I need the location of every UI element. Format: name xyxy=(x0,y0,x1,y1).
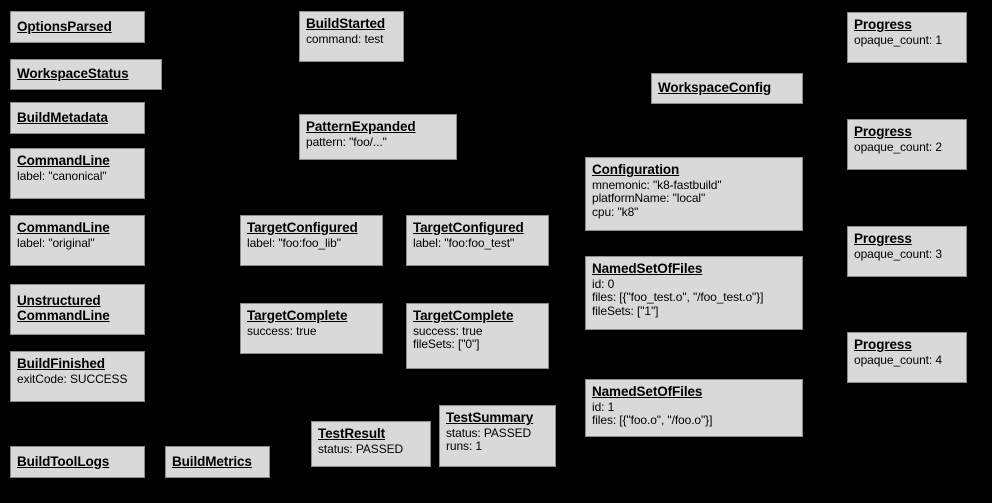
node-title: Configuration xyxy=(592,162,680,177)
node-title: BuildMetadata xyxy=(17,109,108,125)
node-fields: opaque_count: 2 xyxy=(854,139,942,154)
node-title: CommandLine xyxy=(17,153,110,168)
node-fields: label: "canonical" xyxy=(17,168,107,183)
node-fields: pattern: "foo/..." xyxy=(306,134,387,149)
node-title: Progress xyxy=(854,124,912,139)
node-fields: status: PASSED xyxy=(318,441,404,456)
node-fields: opaque_count: 1 xyxy=(854,32,942,47)
node-title: WorkspaceConfig xyxy=(658,80,772,96)
node-fields: id: 1 files: [{"foo.o", "/foo.o"}] xyxy=(592,399,713,428)
node-fields: label: "original" xyxy=(17,235,95,250)
node-fields: command: test xyxy=(306,31,384,46)
node-fields: exitCode: SUCCESS xyxy=(17,371,128,386)
node-fields: label: "foo:foo_lib" xyxy=(247,235,341,250)
node-title: WorkspaceStatus xyxy=(17,66,129,82)
node-fields: success: true xyxy=(247,323,317,338)
node-options-parsed[interactable]: OptionsParsed xyxy=(10,11,145,43)
node-title: PatternExpanded xyxy=(306,119,416,134)
node-title: BuildToolLogs xyxy=(17,453,110,469)
node-title: TargetComplete xyxy=(247,308,348,323)
node-fields: opaque_count: 4 xyxy=(854,352,942,367)
node-fields: status: PASSED runs: 1 xyxy=(446,425,532,454)
node-title: CommandLine xyxy=(17,220,110,235)
node-fields: id: 0 files: [{"foo_test.o", "/foo_test.… xyxy=(592,276,764,318)
node-title: BuildMetrics xyxy=(172,453,252,469)
node-title: BuildFinished xyxy=(17,356,105,371)
node-title: TargetConfigured xyxy=(413,220,524,235)
node-build-tool-logs[interactable]: BuildToolLogs xyxy=(10,446,145,478)
node-title: TestResult xyxy=(318,426,386,441)
node-unstructured-command-line[interactable]: Unstructured CommandLine xyxy=(10,284,145,335)
node-title: Unstructured CommandLine xyxy=(17,292,110,324)
node-fields: success: true fileSets: ["0"] xyxy=(413,323,483,352)
node-title: Progress xyxy=(854,231,912,246)
node-title: TestSummary xyxy=(446,410,534,425)
node-title: OptionsParsed xyxy=(17,18,112,34)
node-build-metrics[interactable]: BuildMetrics xyxy=(165,446,270,478)
node-workspace-config[interactable]: WorkspaceConfig xyxy=(651,73,803,104)
node-fields: label: "foo:foo_test" xyxy=(413,235,515,250)
node-title: TargetConfigured xyxy=(247,220,358,235)
node-title: NamedSetOfFiles xyxy=(592,384,703,399)
node-title: Progress xyxy=(854,17,912,32)
node-title: BuildStarted xyxy=(306,16,386,31)
node-title: NamedSetOfFiles xyxy=(592,261,703,276)
node-build-metadata[interactable]: BuildMetadata xyxy=(10,102,145,134)
node-title: Progress xyxy=(854,337,912,352)
node-workspace-status[interactable]: WorkspaceStatus xyxy=(10,59,162,90)
node-fields: opaque_count: 3 xyxy=(854,246,942,261)
node-title: TargetComplete xyxy=(413,308,514,323)
node-fields: mnemonic: "k8-fastbuild" platformName: "… xyxy=(592,177,722,219)
